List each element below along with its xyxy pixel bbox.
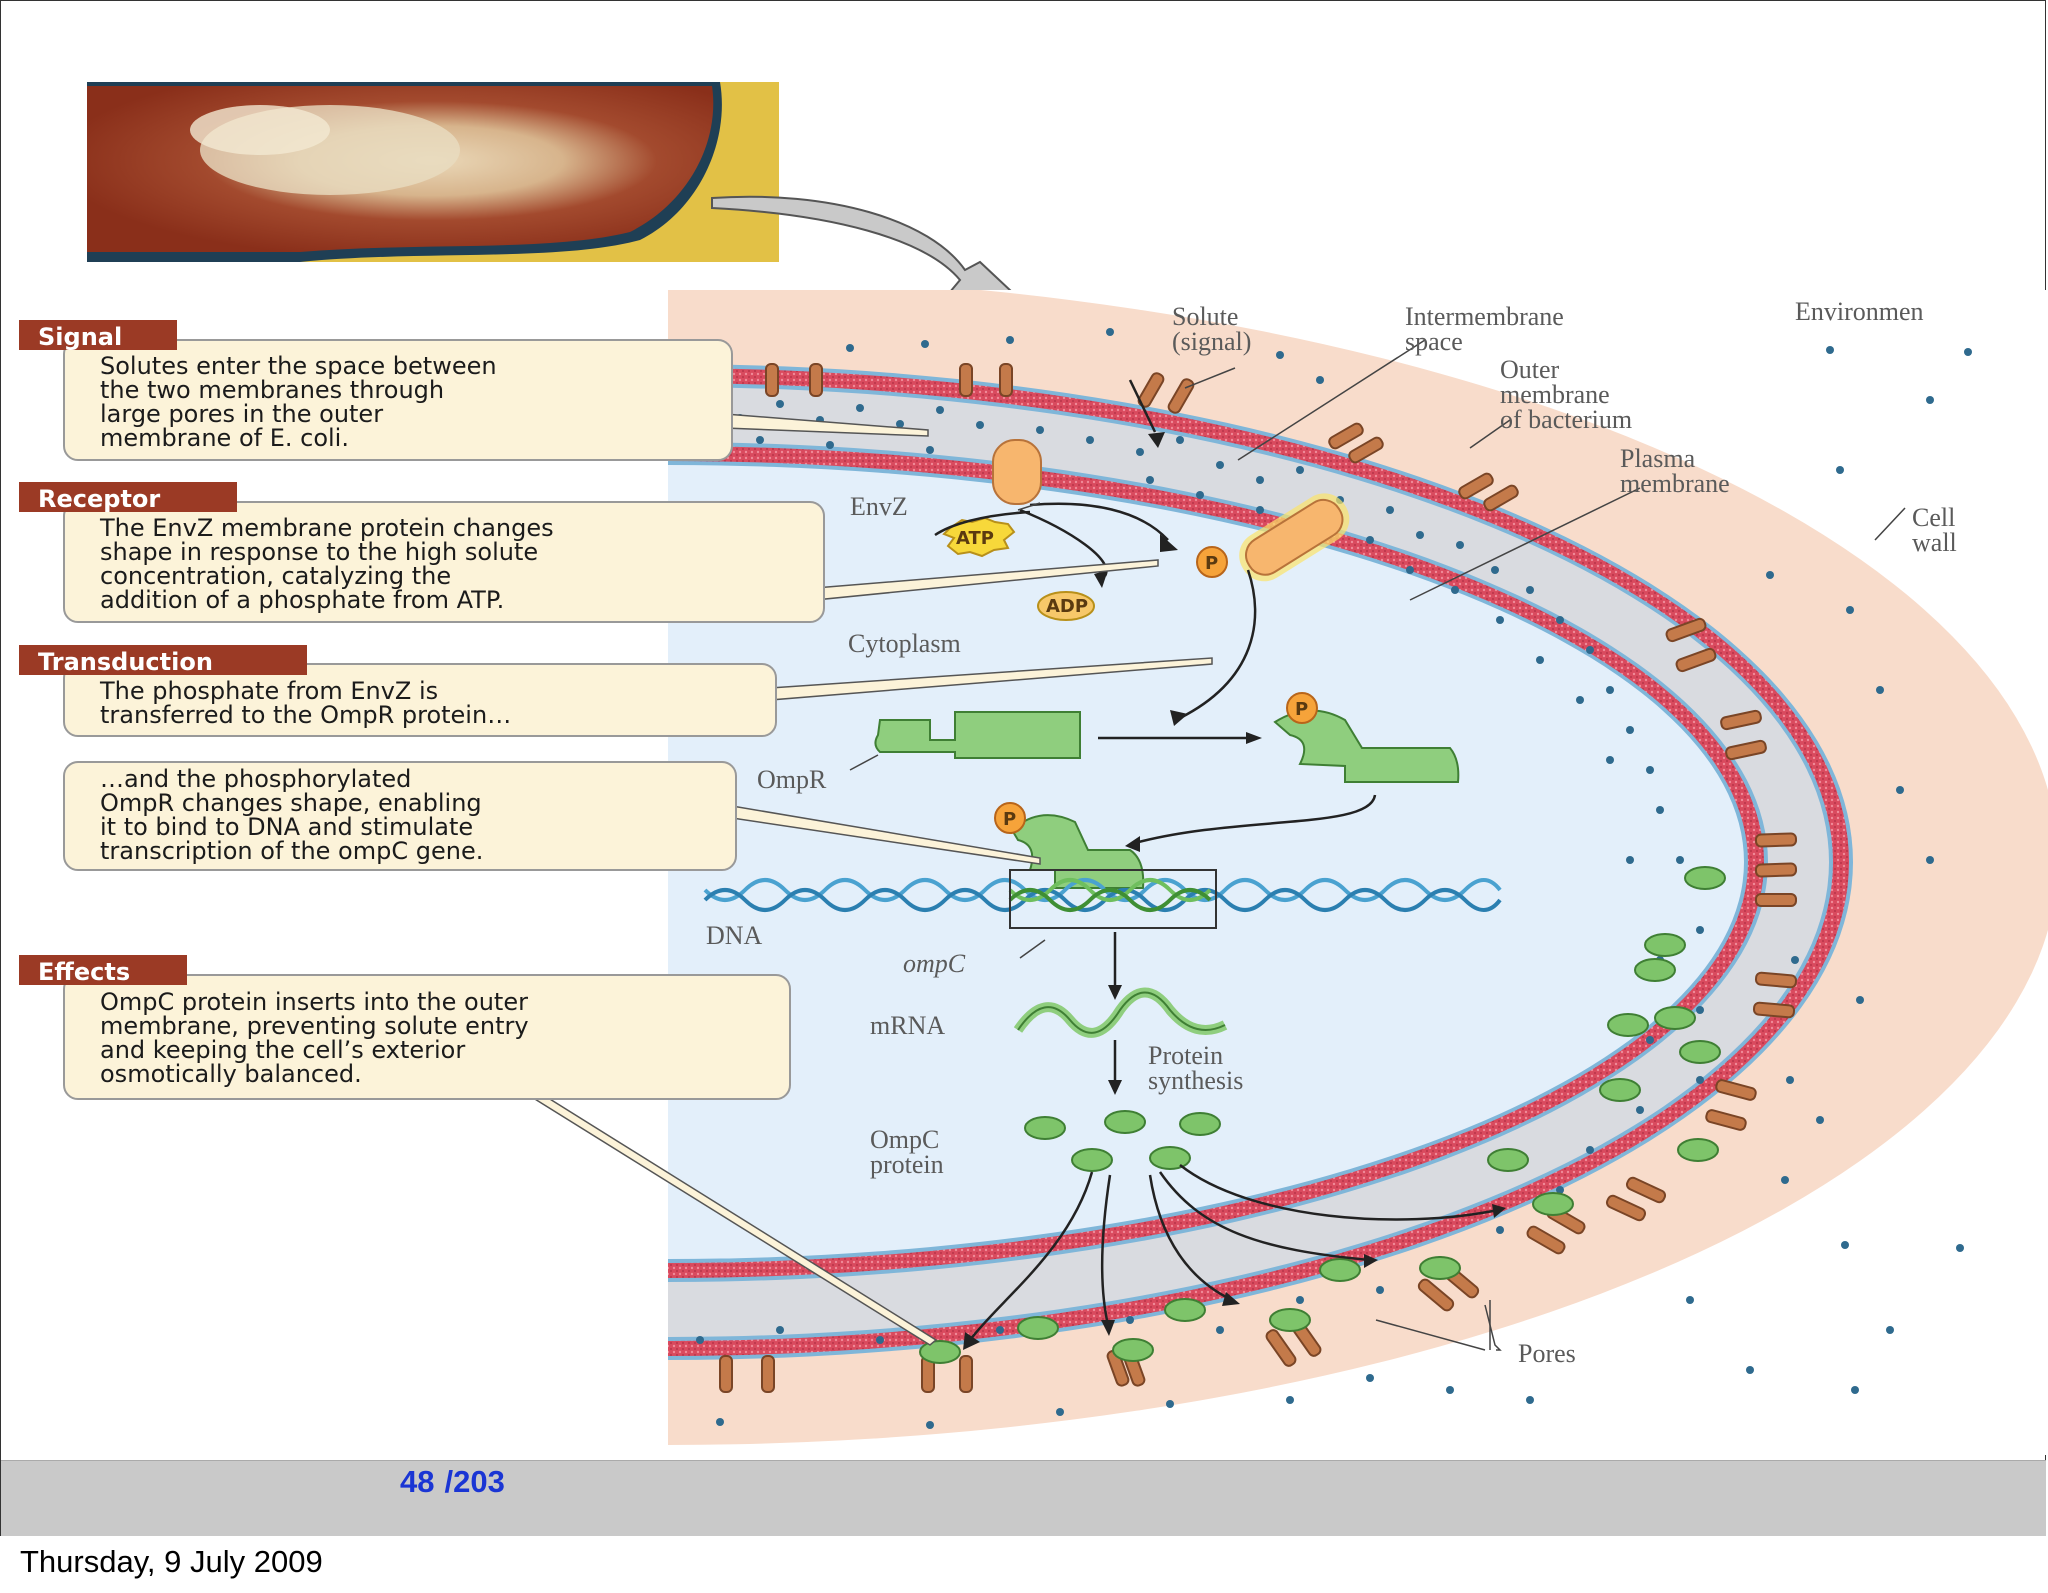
ompc-in-transit <box>1017 866 1726 1340</box>
envz-protein-active <box>1239 493 1350 582</box>
effects-line-2: membrane, preventing solute entry <box>100 1012 529 1040</box>
label-cell-wall-2: wall <box>1912 528 1957 557</box>
receptor-line-3: concentration, catalyzing the <box>100 562 451 590</box>
label-solute-2: (signal) <box>1172 327 1251 356</box>
micrograph-image <box>87 82 779 262</box>
slide-date: Thursday, 9 July 2009 <box>20 1544 323 1579</box>
arrow-heads <box>963 432 1506 1350</box>
receptor-line-1: The EnvZ membrane protein changes <box>99 514 554 542</box>
page-current: 48 <box>400 1464 435 1499</box>
bacterial-signaling-diagram: Signal Solutes enter the space between t… <box>19 82 2048 1445</box>
binding-line-4: transcription of the ompC gene. <box>100 837 483 865</box>
ompr-protein-unphosphorylated <box>874 711 1081 759</box>
label-solute-1: Solute <box>1172 302 1238 331</box>
label-ompc-protein-1: OmpC <box>870 1125 939 1154</box>
solute-dots <box>716 328 1972 1429</box>
label-intermembrane-1: Intermembrane <box>1405 302 1564 331</box>
label-protein-synthesis-1: Protein <box>1148 1041 1223 1070</box>
envz-protein-inactive <box>992 439 1042 505</box>
effects-callout-box <box>63 974 791 1100</box>
label-outer-membrane-3: of bacterium <box>1500 405 1632 434</box>
receptor-callout-tag <box>19 482 237 512</box>
binding-line-1: …and the phosphorylated <box>100 765 411 793</box>
label-plasma-membrane-2: membrane <box>1620 469 1730 498</box>
label-p-3: P <box>1003 809 1016 830</box>
signal-line-1: Solutes enter the space between <box>100 352 497 380</box>
signal-line-2: the two membranes through <box>100 376 444 404</box>
page-number: 48/203 <box>400 1464 505 1500</box>
molecule-labels: ATP ADP P P P <box>956 528 1308 830</box>
label-envz: EnvZ <box>850 492 908 521</box>
membrane-pores <box>719 363 1798 1393</box>
inserted-ompc <box>919 1040 1721 1364</box>
label-ompc-gene: ompC <box>903 949 966 978</box>
effects-line-3: and keeping the cell’s exterior <box>100 1036 465 1064</box>
effects-line-4: osmotically balanced. <box>100 1060 362 1088</box>
callouts <box>19 320 1213 1346</box>
receptor-line-4: addition of a phosphate from ATP. <box>100 586 504 614</box>
label-cytoplasm: Cytoplasm <box>848 629 961 658</box>
footer-bar <box>1 1460 2046 1536</box>
label-p-1: P <box>1205 553 1218 574</box>
label-ompc-protein-2: protein <box>870 1150 944 1179</box>
receptor-tag: Receptor <box>38 485 160 513</box>
pathway-arrows <box>934 379 1499 1341</box>
signal-callout-box <box>63 339 733 461</box>
label-protein-synthesis-2: synthesis <box>1148 1066 1243 1095</box>
effects-tag: Effects <box>38 958 130 986</box>
diagram-labels: Solute (signal) Intermembrane space Envi… <box>706 297 1957 1368</box>
label-pores: Pores <box>1518 1339 1576 1368</box>
signal-tag: Signal <box>38 323 122 351</box>
binding-line-3: it to bind to DNA and stimulate <box>100 813 473 841</box>
adp-molecule <box>1037 591 1095 621</box>
label-environment: Environmen <box>1795 297 1924 326</box>
transduction-callout-tag <box>19 645 307 675</box>
binding-callout-box <box>63 761 737 871</box>
transduction-line-2: transferred to the OmpR protein… <box>100 701 511 729</box>
intermembrane-solute-dots <box>696 400 1704 1344</box>
label-p-2: P <box>1295 699 1308 720</box>
label-ompr: OmpR <box>757 765 827 794</box>
transduction-tag: Transduction <box>38 648 213 676</box>
effects-callout-tag <box>19 955 187 985</box>
receptor-line-2: shape in response to the high solute <box>100 538 538 566</box>
label-outer-membrane-1: Outer <box>1500 355 1560 384</box>
dna-helix <box>703 878 1502 912</box>
effects-line-1: OmpC protein inserts into the outer <box>100 988 528 1016</box>
transduction-callout-box <box>63 663 777 737</box>
label-adp: ADP <box>1046 596 1088 617</box>
label-intermembrane-2: space <box>1405 327 1463 356</box>
binding-line-2: OmpR changes shape, enabling <box>100 789 482 817</box>
page-total: /203 <box>444 1464 505 1499</box>
signal-line-3: large pores in the outer <box>100 400 383 428</box>
leader-lines <box>849 339 1906 1351</box>
signal-callout-tag <box>19 320 177 350</box>
label-atp: ATP <box>956 528 994 549</box>
receptor-callout-box <box>63 501 825 623</box>
transduction-line-1: The phosphate from EnvZ is <box>99 677 438 705</box>
label-outer-membrane-2: membrane <box>1500 380 1610 409</box>
signal-line-4: membrane of E. coli. <box>100 424 349 452</box>
atp-molecule <box>942 516 1016 558</box>
phosphate-groups <box>994 546 1318 834</box>
label-plasma-membrane-1: Plasma <box>1620 444 1696 473</box>
label-mrna: mRNA <box>870 1011 945 1040</box>
label-dna: DNA <box>706 921 763 950</box>
callout-text: Signal Solutes enter the space between t… <box>38 323 554 1088</box>
cytoplasm-region <box>668 465 1744 1259</box>
label-cell-wall-1: Cell <box>1912 503 1955 532</box>
ompc-proteins-cytoplasm <box>1024 1110 1221 1172</box>
ompc-gene-box <box>1009 869 1217 929</box>
